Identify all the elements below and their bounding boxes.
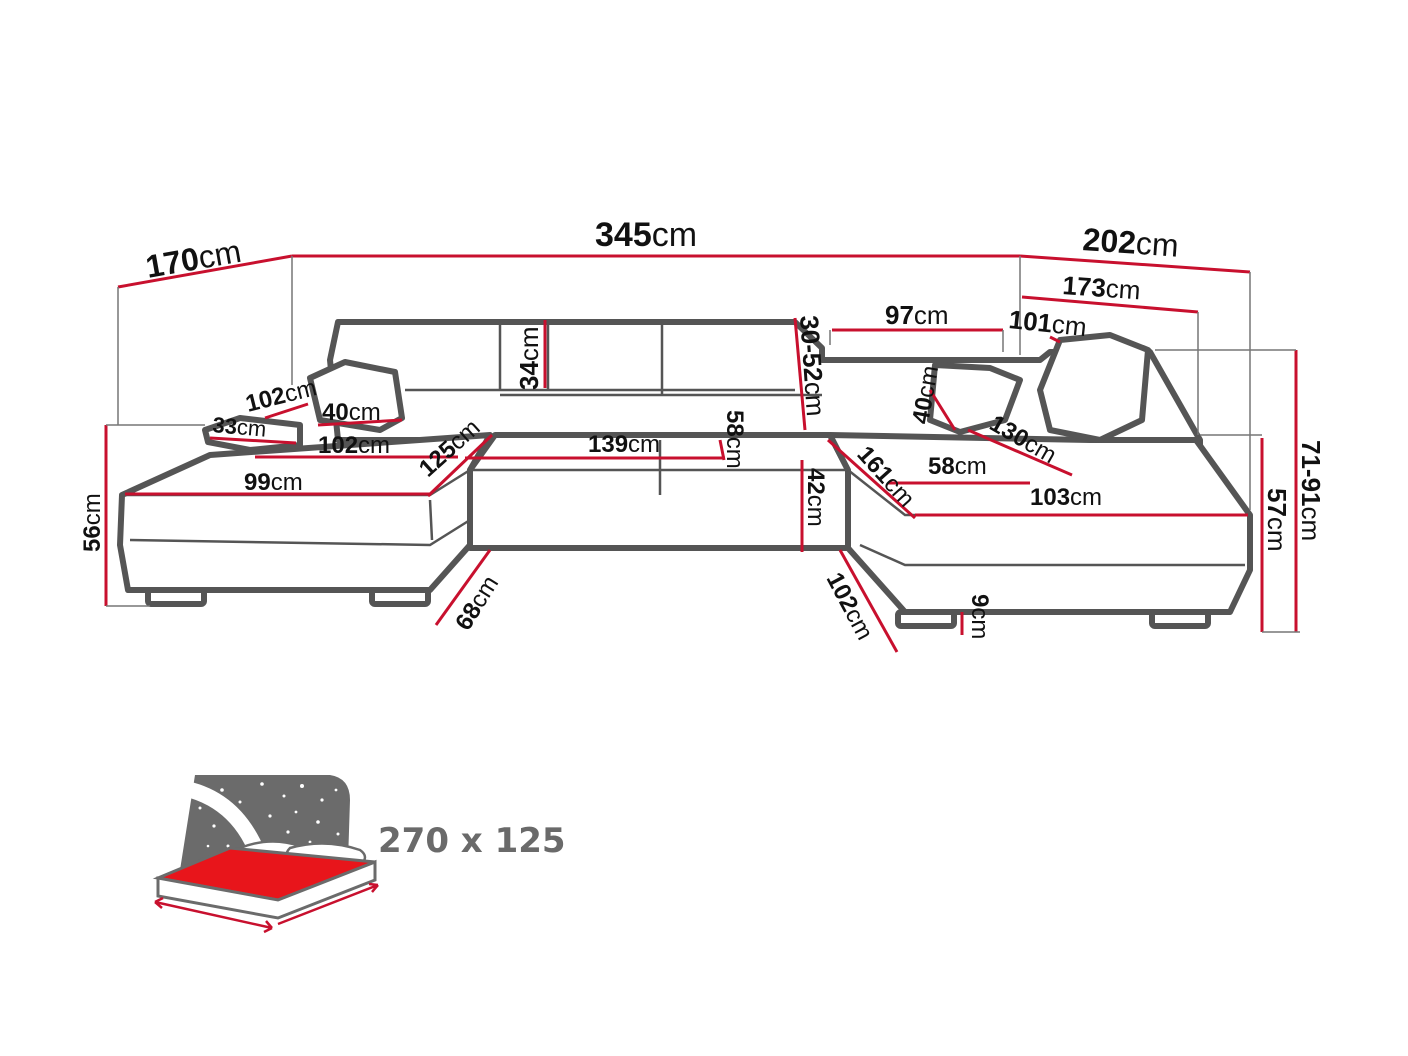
label-345: 345cm — [595, 216, 697, 254]
line-101 — [1049, 335, 1061, 344]
label-139: 139cm — [588, 431, 660, 458]
label-68: 68cm — [450, 571, 504, 635]
back-cushion-seams — [405, 325, 822, 541]
label-34: 34cm — [514, 326, 544, 390]
line-173 — [1021, 295, 1199, 314]
line-161 — [826, 438, 917, 520]
label-30-52: 30-52cm — [794, 314, 831, 417]
label-40b: 40cm — [907, 364, 944, 426]
base-seam-left — [129, 518, 471, 547]
bed-length-arrow — [277, 882, 379, 926]
sofa-headrest-right — [1037, 332, 1151, 443]
moon-icon — [178, 780, 265, 856]
label-33: 33cm — [212, 412, 268, 442]
line-68 — [434, 549, 492, 626]
label-103: 103cm — [1030, 484, 1102, 511]
foot-4 — [1149, 609, 1211, 629]
line-33 — [209, 436, 297, 445]
bed-night-icon — [152, 775, 379, 934]
bed-size-label: 270 x 125 — [378, 821, 566, 861]
line-58a — [718, 439, 726, 461]
label-102b: 102cm — [318, 432, 390, 459]
pillow-right — [927, 362, 1023, 435]
line-40b — [928, 389, 957, 431]
label-102c: 102cm — [821, 568, 879, 644]
pillow-left — [307, 359, 405, 433]
foot-2 — [369, 587, 431, 607]
foot-3 — [895, 609, 957, 629]
label-58a: 58cm — [721, 410, 748, 469]
bed-width-arrow — [154, 896, 273, 934]
line-202 — [1019, 254, 1251, 274]
sofa-right-chaise — [827, 432, 1253, 615]
dimension-lines — [104, 254, 1300, 653]
line-30-52 — [793, 317, 807, 431]
label-202: 202cm — [1082, 221, 1180, 264]
label-42: 42cm — [802, 468, 829, 527]
foot-1 — [145, 587, 207, 607]
label-58b: 58cm — [928, 453, 987, 480]
label-71-91: 71-91cm — [1296, 440, 1326, 541]
label-173: 173cm — [1062, 270, 1142, 305]
label-56: 56cm — [79, 493, 106, 552]
bed-base — [156, 859, 377, 920]
line-130 — [967, 428, 1073, 477]
label-57: 57cm — [1262, 488, 1292, 552]
sofa-drawing — [117, 319, 1253, 629]
base-seam-right — [859, 543, 1245, 567]
line-125 — [426, 433, 494, 498]
line-170 — [117, 254, 293, 289]
label-40a: 40cm — [322, 399, 381, 426]
line-102a — [264, 402, 309, 420]
label-170: 170cm — [143, 233, 244, 285]
line-40a — [317, 418, 403, 427]
label-101: 101cm — [1007, 304, 1088, 342]
label-9: 9cm — [966, 594, 993, 639]
line-102c — [838, 549, 899, 653]
label-97: 97cm — [885, 300, 949, 330]
label-99: 99cm — [244, 469, 303, 496]
extension-lines — [106, 256, 1300, 633]
